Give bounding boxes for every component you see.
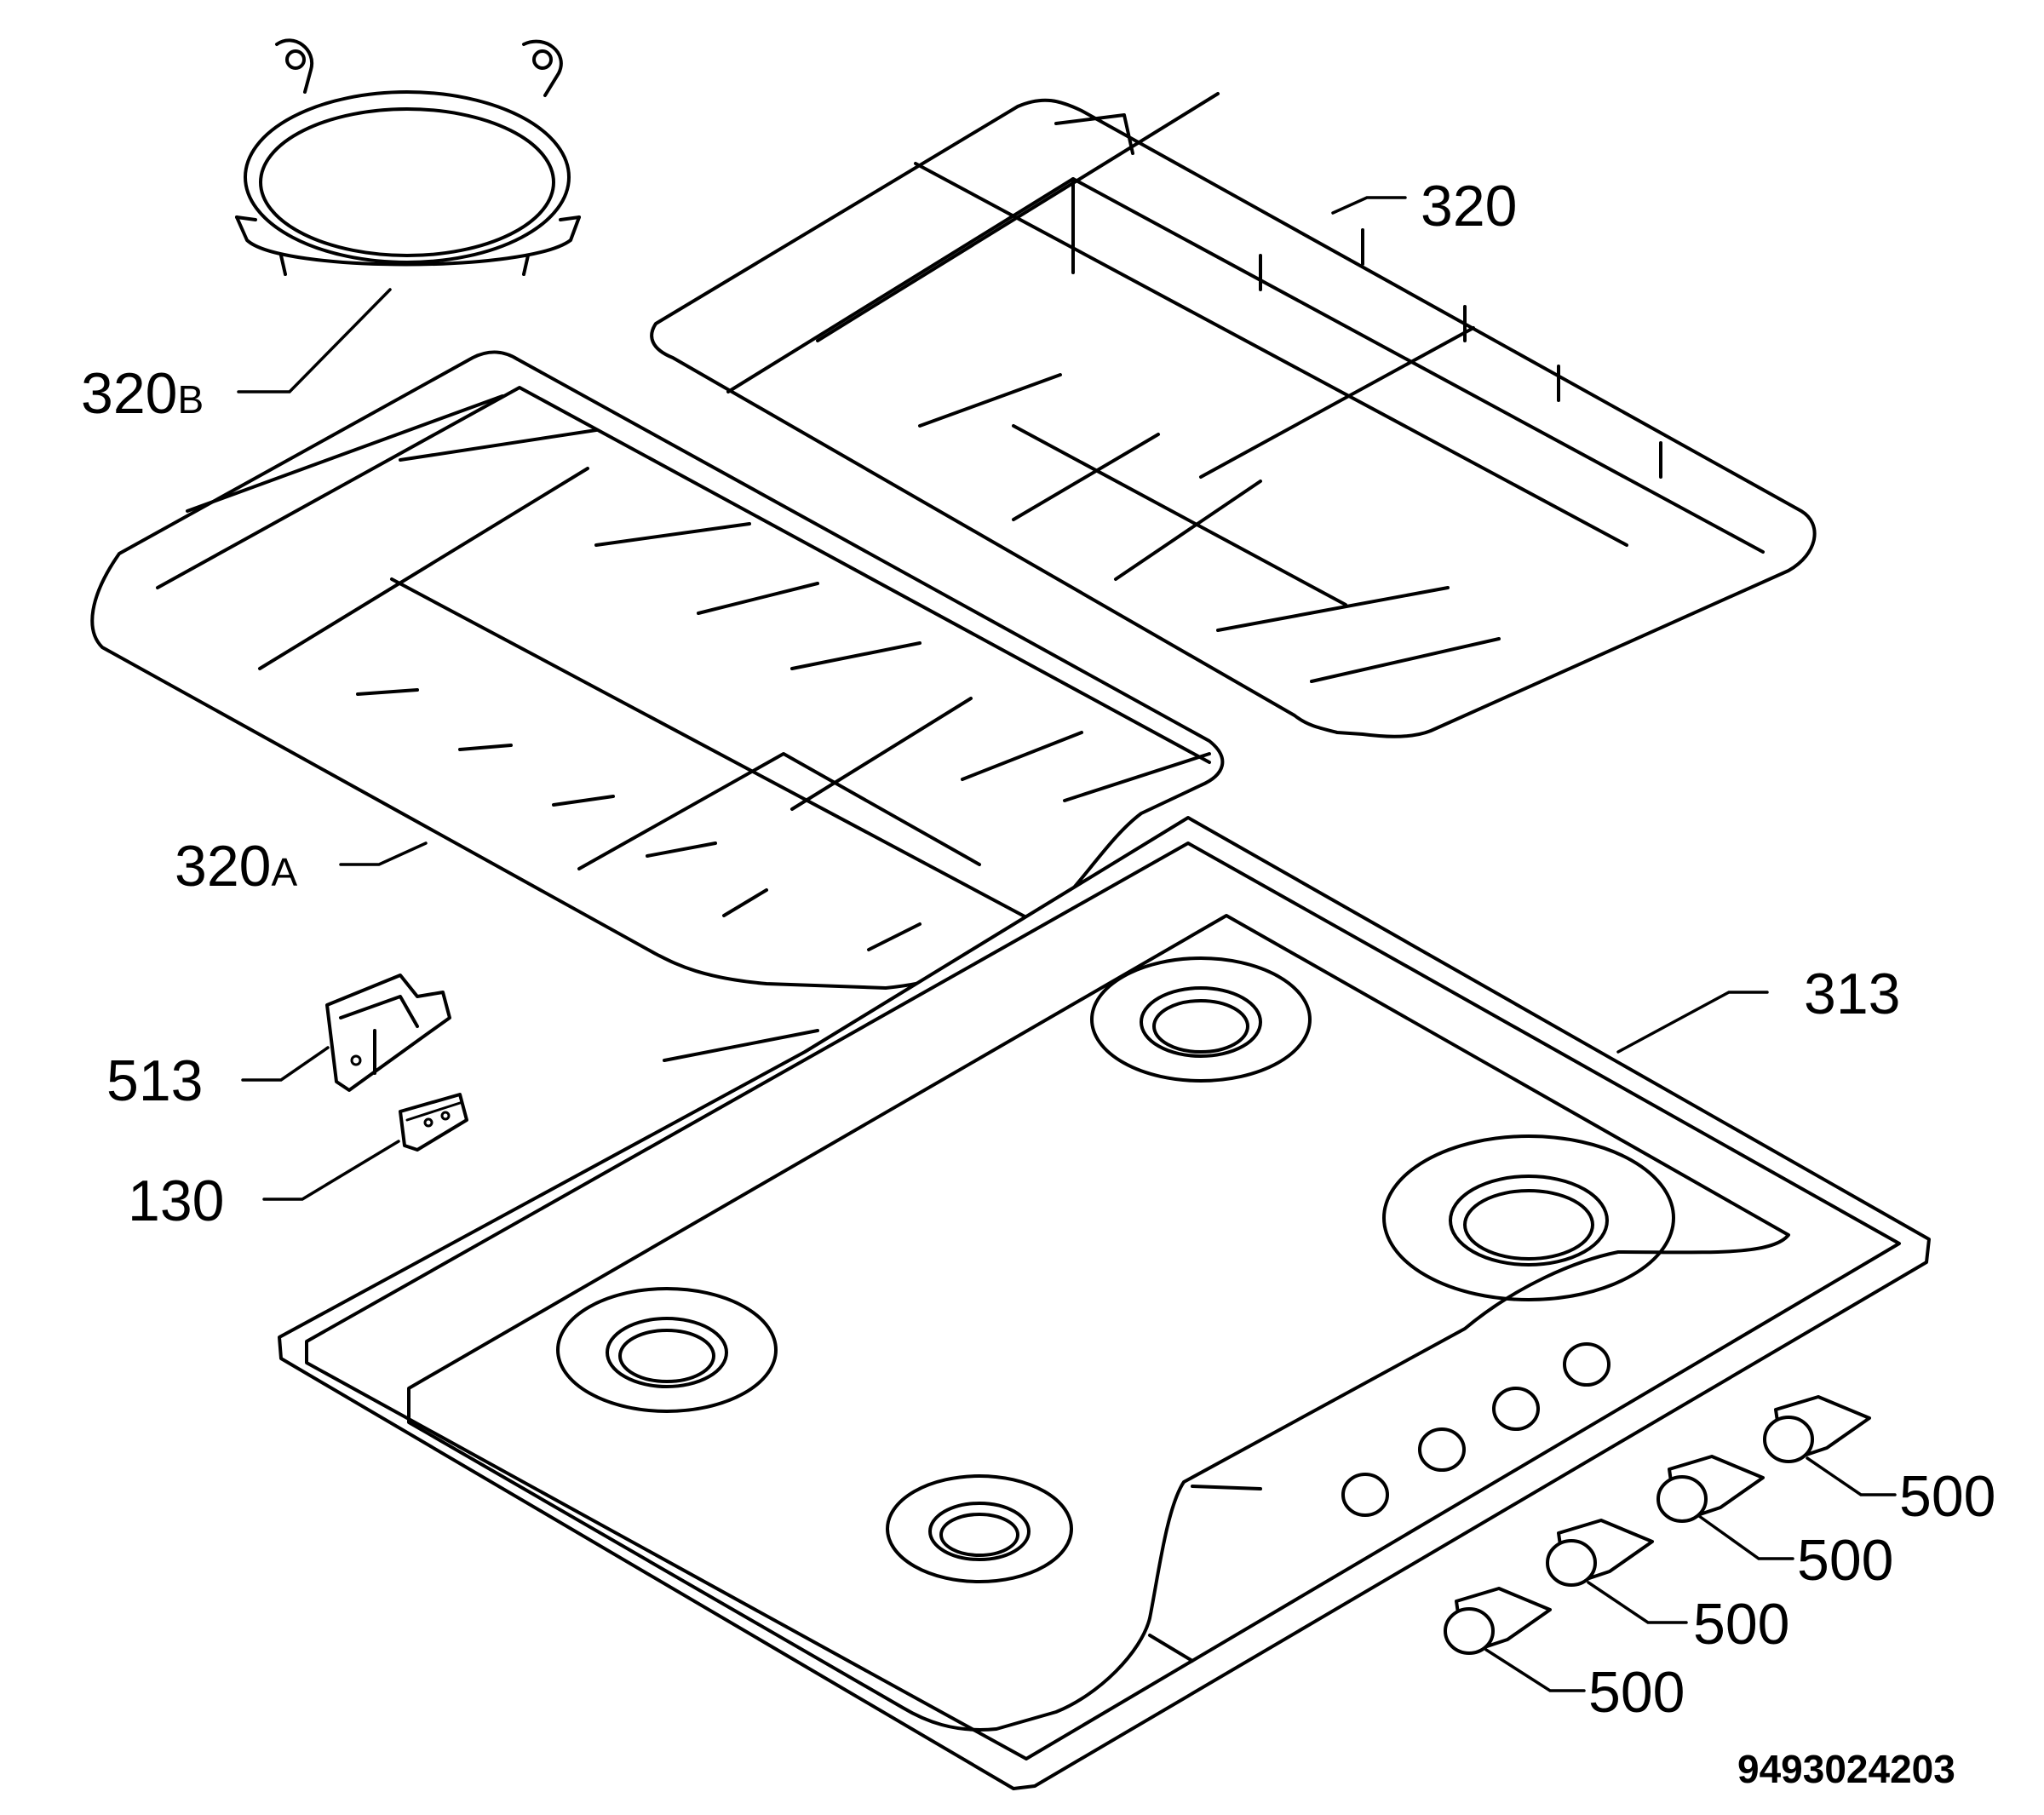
pan-support-right-part [650, 92, 1817, 738]
callout-320: 320 [1421, 174, 1517, 238]
control-knob-3 [1546, 1519, 1654, 1587]
hob-top-part [278, 816, 1931, 1790]
callout-500-4: 500 [1588, 1660, 1685, 1725]
wok-ring-part [235, 38, 581, 276]
leader-500-2 [1697, 1514, 1794, 1560]
insert-part [399, 1093, 468, 1152]
document-number: 9493024203 [1737, 1747, 1955, 1791]
leader-500-3 [1587, 1581, 1688, 1624]
control-knob-1 [1763, 1395, 1871, 1463]
callout-513: 513 [106, 1048, 203, 1113]
callout-320b: 320B [81, 361, 204, 426]
leader-130 [262, 1140, 400, 1201]
callout-320a: 320A [175, 834, 297, 899]
leader-500-1 [1806, 1456, 1897, 1496]
control-knob-4 [1444, 1587, 1552, 1655]
leader-513 [241, 1046, 330, 1082]
leader-500-4 [1484, 1648, 1586, 1692]
bracket-part [325, 974, 451, 1092]
control-knob-2 [1656, 1455, 1765, 1523]
leader-313 [1616, 991, 1769, 1054]
callout-130: 130 [128, 1169, 224, 1233]
callout-500-2: 500 [1797, 1528, 1893, 1593]
leader-320b [237, 288, 392, 393]
callout-500-1: 500 [1899, 1464, 1995, 1529]
callout-313: 313 [1804, 962, 1900, 1026]
leader-320a [339, 841, 428, 866]
leader-320 [1331, 196, 1407, 215]
callout-500-3: 500 [1693, 1592, 1789, 1657]
